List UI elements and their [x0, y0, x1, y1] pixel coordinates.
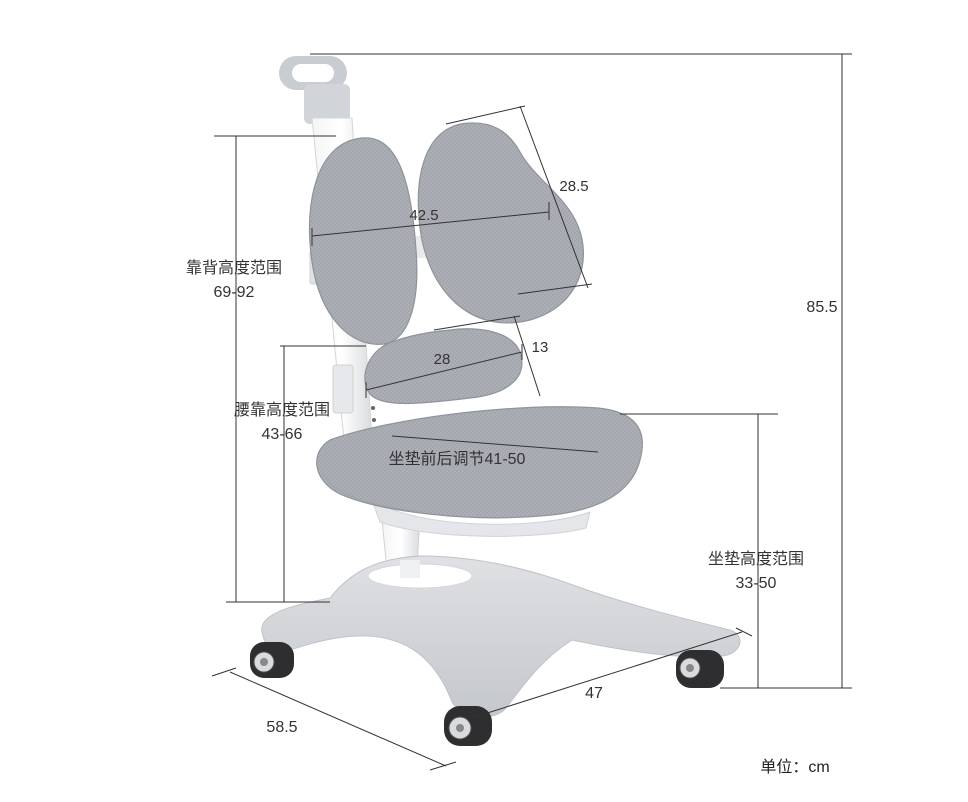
caster-wheel-left: [250, 642, 294, 678]
lumbar-height-value: 43-66: [261, 426, 303, 443]
lumbar-width-label: 28: [433, 351, 451, 368]
dim-backrest-pad-height: [519, 105, 589, 289]
caster-wheel-front: [444, 706, 492, 746]
right-backrest-pad: [417, 122, 585, 324]
seat-adjust-label: 坐垫前后调节41-50: [388, 451, 526, 468]
dim-backrest-width: [311, 211, 550, 237]
chair-illustration: [250, 56, 741, 746]
left-backrest-pad: [308, 137, 418, 345]
backrest-pad-height-label: 28.5: [559, 178, 589, 195]
height-clamp: [332, 364, 354, 414]
caster-wheel-right: [676, 650, 724, 688]
lumbar-pad: [364, 328, 523, 405]
unit-label: 单位：cm: [760, 759, 830, 776]
backrest-width-label: 42.5: [409, 207, 439, 224]
dimension-lines: [211, 53, 852, 771]
overall-height-label: 85.5: [806, 299, 838, 316]
lumbar-height-title: 腰靠高度范围: [233, 402, 330, 419]
dim-base-depth: [229, 671, 447, 767]
dim-seat-adjust: [391, 435, 599, 453]
backrest-height-value: 69-92: [213, 284, 255, 301]
dim-base-width: [477, 631, 743, 717]
base-width-label: 47: [585, 685, 603, 702]
chair-base: [261, 555, 741, 718]
lumbar-height-label: 13: [531, 339, 549, 356]
backrest-height-title: 靠背高度范围: [185, 260, 282, 277]
seat-height-title: 坐垫高度范围: [707, 551, 804, 568]
dim-lumbar-width: [365, 351, 523, 391]
carry-handle: [279, 56, 350, 124]
dim-lumbar-height-small: [513, 315, 541, 397]
base-depth-label: 58.5: [266, 719, 298, 736]
seat-height-value: 33-50: [735, 575, 777, 592]
seat-cushion: [316, 406, 643, 519]
